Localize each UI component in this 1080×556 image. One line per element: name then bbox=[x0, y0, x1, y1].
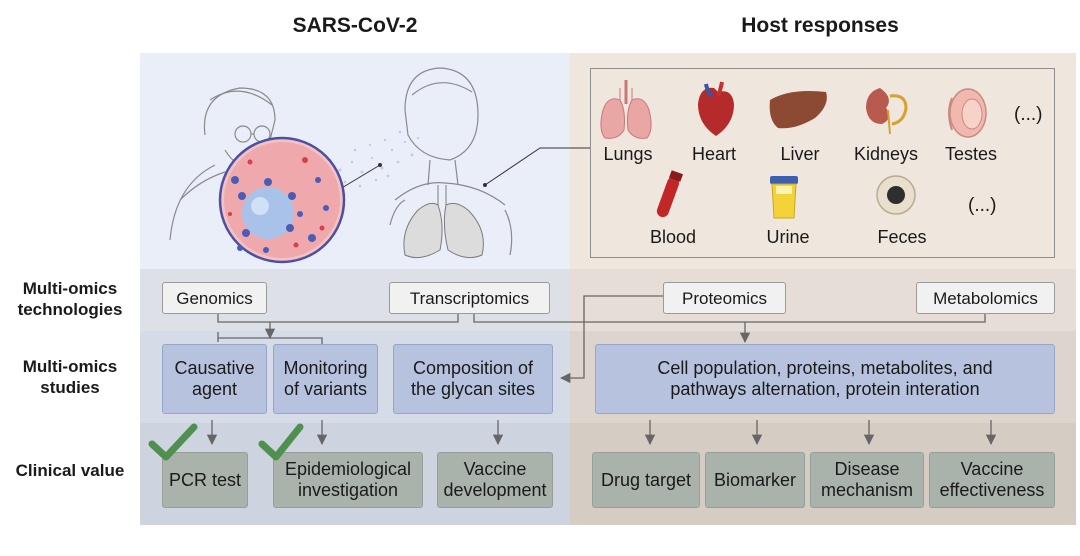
host-panel-background bbox=[570, 53, 1076, 269]
organ-label-testes: Testes bbox=[944, 144, 998, 164]
organ-more-top: (...) bbox=[1014, 104, 1043, 125]
row-label-studies: Multi-omics studies bbox=[22, 357, 118, 397]
organ-frame bbox=[590, 68, 1055, 258]
organ-label-liver: Liver bbox=[780, 144, 820, 164]
sars-cov-2-virus-icon bbox=[218, 136, 346, 264]
organ-label-lungs: Lungs bbox=[603, 144, 653, 164]
clinical-epidemiological-investigation: Epidemiological investigation bbox=[273, 452, 423, 508]
clinical-vaccine-development: Vaccine development bbox=[437, 452, 553, 508]
clinical-drug-target: Drug target bbox=[592, 452, 700, 508]
column-title-host-responses: Host responses bbox=[741, 14, 899, 37]
column-title-sars-cov-2: SARS-CoV-2 bbox=[292, 14, 418, 37]
clinical-disease-mechanism: Disease mechanism bbox=[810, 452, 924, 508]
organ-label-blood: Blood bbox=[649, 227, 697, 247]
lungs-sketch-icon bbox=[403, 185, 484, 259]
study-causative-agent: Causative agent bbox=[162, 344, 267, 414]
tech-proteomics: Proteomics bbox=[663, 282, 786, 314]
lungs-icon bbox=[600, 80, 652, 139]
organ-more-bottom: (...) bbox=[968, 195, 997, 216]
urine-cup-icon bbox=[770, 176, 798, 219]
organ-label-urine: Urine bbox=[766, 227, 810, 247]
clinical-pcr-test: PCR test bbox=[162, 452, 248, 508]
clinical-vaccine-effectiveness: Vaccine effectiveness bbox=[929, 452, 1055, 508]
tech-transcriptomics: Transcriptomics bbox=[389, 282, 550, 314]
row-label-technologies: Multi-omics technologies bbox=[17, 279, 123, 319]
study-host-responses: Cell population, proteins, metabolites, … bbox=[595, 344, 1055, 414]
feces-dish-icon bbox=[876, 175, 916, 215]
study-glycan-sites: Composition of the glycan sites bbox=[393, 344, 553, 414]
organ-label-kidneys: Kidneys bbox=[853, 144, 919, 164]
tech-metabolomics: Metabolomics bbox=[916, 282, 1055, 314]
check-icon bbox=[258, 423, 304, 461]
testes-icon bbox=[948, 88, 987, 138]
check-icon bbox=[148, 423, 198, 461]
row-label-clinical: Clinical value bbox=[15, 461, 125, 480]
kidneys-icon bbox=[866, 88, 908, 135]
clinical-biomarker: Biomarker bbox=[705, 452, 805, 508]
blood-tube-icon bbox=[656, 170, 684, 218]
liver-icon bbox=[769, 91, 827, 129]
organ-label-heart: Heart bbox=[691, 144, 736, 164]
callout-line-host bbox=[484, 147, 590, 186]
virus-panel-background bbox=[140, 53, 570, 269]
organ-label-feces: Feces bbox=[877, 227, 927, 247]
infected-person-icon bbox=[389, 67, 513, 256]
tech-genomics: Genomics bbox=[162, 282, 267, 314]
heart-icon bbox=[698, 81, 734, 136]
study-monitoring-variants: Monitoring of variants bbox=[273, 344, 378, 414]
